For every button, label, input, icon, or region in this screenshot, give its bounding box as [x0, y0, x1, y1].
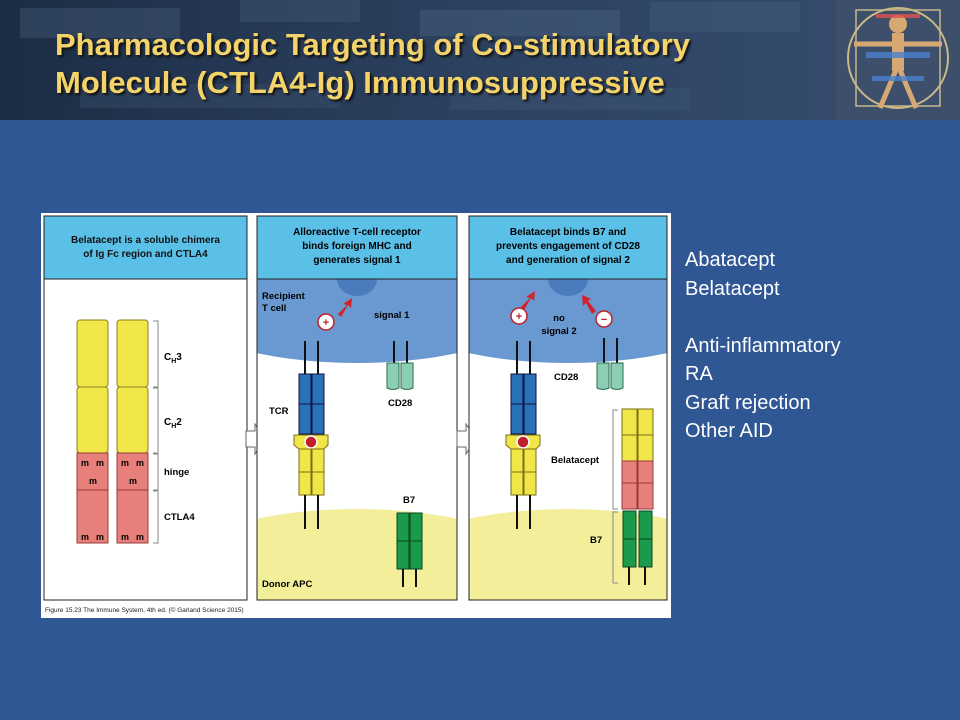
plus-symbol: +	[323, 317, 329, 329]
vitruvian-man-image	[836, 0, 960, 120]
signal-1-label: signal 1	[374, 310, 410, 321]
signal-arrow-icon	[582, 295, 596, 314]
slide-title-line2: Molecule (CTLA4-Ig) Immunosuppressive	[55, 65, 665, 100]
ch3-label: CH3	[164, 352, 182, 365]
donor-apc	[469, 509, 667, 600]
slide-title-line1: Pharmacologic Targeting of Co-stimulator…	[55, 27, 691, 62]
b7-ligand	[396, 512, 423, 587]
ch2-label: CH2	[164, 417, 182, 430]
no-signal-line2: signal 2	[541, 326, 576, 337]
panel-1-header-line2: of Ig Fc region and CTLA4	[83, 249, 208, 260]
bullet-spacer	[685, 303, 841, 332]
cd28-label: CD28	[388, 398, 412, 409]
bullet-item: Anti-inflammatory	[685, 334, 841, 357]
glycan-marker: m	[121, 532, 129, 542]
ctla4-domain	[116, 489, 149, 544]
panel-1-header	[43, 215, 248, 280]
belatacept-label: Belatacept	[551, 455, 600, 466]
plus-symbol: +	[516, 311, 522, 323]
cd28-receptor	[386, 341, 414, 390]
slide-title: Pharmacologic Targeting of Co-stimulator…	[55, 26, 835, 102]
glycan-marker: m	[96, 532, 104, 542]
mhc-molecule	[505, 434, 541, 529]
b7-ligand	[622, 510, 653, 585]
ctla4-domain	[76, 489, 109, 544]
tcr-receptor	[298, 341, 325, 435]
plus-icon	[510, 307, 528, 325]
panel-3-header-line3: and generation of signal 2	[506, 255, 630, 266]
ch3-domain	[116, 319, 149, 388]
cd28-label: CD28	[554, 372, 578, 383]
mhc-molecule	[293, 434, 329, 529]
glycan-marker: m	[129, 476, 137, 486]
signal-arrow-icon	[521, 291, 535, 310]
tcr-receptor	[510, 341, 537, 435]
bullet-item: Other AID	[685, 420, 773, 442]
glycan-marker: m	[136, 458, 144, 468]
panel-3-brackets	[612, 409, 618, 584]
ch3-domain	[76, 319, 109, 388]
belatacept-molecule	[621, 408, 654, 510]
glycan-marker: m	[121, 458, 129, 468]
belatacept-chain-right: m m m m m	[116, 319, 149, 544]
panel-2-header-line2: binds foreign MHC and	[302, 241, 411, 252]
glycan-marker: m	[96, 458, 104, 468]
domain-brackets	[153, 320, 159, 544]
plus-icon	[317, 313, 335, 331]
minus-icon	[595, 310, 613, 328]
hinge-domain	[76, 452, 109, 491]
slide-header: Pharmacologic Targeting of Co-stimulator…	[0, 0, 960, 120]
panel-2-header-line1: Alloreactive T-cell receptor	[293, 227, 421, 238]
hinge-label: hinge	[164, 467, 189, 478]
bullet-item: Abatacept	[685, 249, 776, 271]
bullet-list: Abatacept Belatacept Anti-inflammatory R…	[685, 246, 841, 446]
glycan-marker: m	[89, 476, 97, 486]
glycan-marker: m	[81, 532, 89, 542]
panel-1: Belatacept is a soluble chimera of Ig Fc…	[43, 215, 248, 601]
ctla4-label: CTLA4	[164, 512, 195, 523]
belatacept-chain-left: m m m m m	[76, 319, 109, 544]
header-background-texture	[20, 0, 800, 110]
panel-2-header-line3: generates signal 1	[313, 255, 401, 266]
recipient-label-line1: Recipient	[262, 291, 306, 302]
no-signal-line1: no	[553, 313, 565, 324]
recipient-label-line2: T cell	[262, 303, 286, 314]
figure-caption: Figure 15.23 The Immune System, 4th ed. …	[45, 606, 244, 614]
panel-3-header-line1: Belatacept binds B7 and	[510, 227, 626, 238]
ch2-domain	[76, 386, 109, 454]
b7-label: B7	[403, 495, 415, 506]
glycan-marker: m	[136, 532, 144, 542]
bullet-item: RA	[685, 363, 713, 385]
tcr-label: TCR	[269, 406, 289, 417]
panel-3: Belatacept binds B7 and prevents engagem…	[468, 215, 668, 601]
panel-1-header-line1: Belatacept is a soluble chimera	[71, 235, 220, 246]
ch2-domain	[116, 386, 149, 454]
belatacept-diagram: Belatacept is a soluble chimera of Ig Fc…	[43, 215, 668, 614]
bullet-item: Belatacept	[685, 277, 780, 300]
panel-3-header-line2: prevents engagement of CD28	[496, 241, 640, 252]
signal-arrow-icon	[338, 298, 352, 317]
belatacept-figure: Belatacept is a soluble chimera of Ig Fc…	[41, 213, 671, 618]
minus-symbol: −	[601, 314, 607, 326]
cd28-receptor	[596, 338, 624, 390]
b7-label: B7	[590, 535, 602, 546]
bullet-item: Graft rejection	[685, 391, 811, 414]
glycan-marker: m	[81, 458, 89, 468]
panel-2: Alloreactive T-cell receptor binds forei…	[256, 215, 458, 601]
donor-apc-label: Donor APC	[262, 579, 312, 590]
